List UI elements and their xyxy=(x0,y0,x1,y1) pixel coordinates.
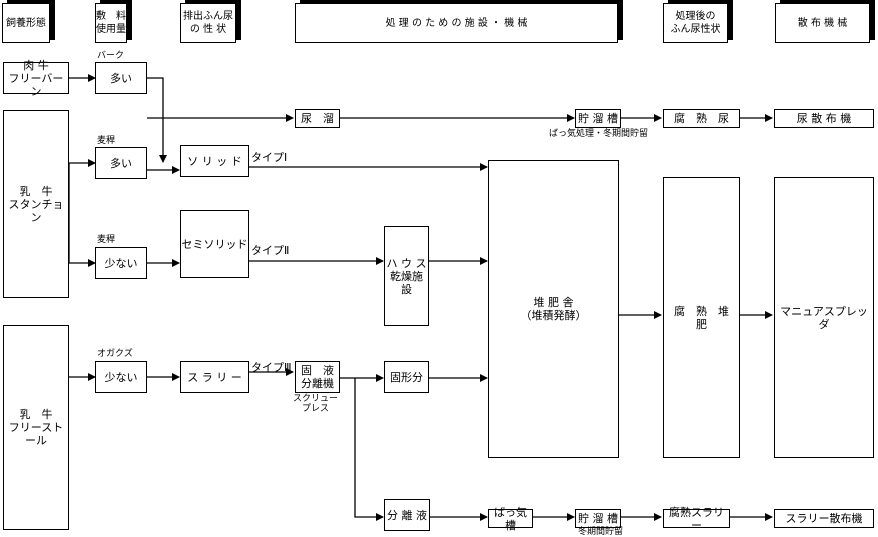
bedding-much-straw: 多い xyxy=(95,147,147,179)
bedding-little-sawdust: 少ない xyxy=(95,361,147,393)
excreta-solid: ソ リ ッ ド xyxy=(180,145,249,177)
urine-spreader: 尿 散 布 機 xyxy=(774,109,874,128)
type1-label: タイプⅠ xyxy=(251,151,288,164)
feeding-dairy-freestall: 乳 牛 フリーストール xyxy=(3,325,69,530)
bedding-little-straw: 少ない xyxy=(95,247,147,279)
house-dryer: ハ ウ ス 乾燥施設 xyxy=(384,226,429,326)
storage-tank-note: ばっ気処理・冬期間貯留 xyxy=(549,129,649,139)
bedding-note-straw-2: 麦稈 xyxy=(97,235,116,245)
liquid-fraction: 分 離 液 xyxy=(384,499,430,531)
bedding-note-bark: バーク xyxy=(97,51,125,61)
storage-tank: 貯 溜 槽 xyxy=(575,109,621,128)
header-excreta: 排出ふん尿 の 性 状 xyxy=(180,3,236,43)
header-spreading: 散 布 機 械 xyxy=(775,3,870,43)
solid-fraction: 固形分 xyxy=(384,361,429,393)
excreta-slurry: ス ラ リ ー xyxy=(180,361,249,393)
storage-tank-2: 貯 溜 槽 xyxy=(575,509,621,528)
bedding-much-bark: 多い xyxy=(95,62,147,94)
header-facilities: 処 理 の た め の 施 設 ・ 機 械 xyxy=(295,3,618,43)
bedding-note-sawdust: オガクズ xyxy=(97,349,133,359)
rotten-compost: 腐 熟 堆 肥 xyxy=(663,177,740,458)
header-bedding: 敷 料 使用量 xyxy=(95,3,127,43)
slurry-spreader: スラリー散布機 xyxy=(774,509,874,528)
header-feeding: 飼養形態 xyxy=(2,3,50,43)
excreta-semisolid: セミソリッド xyxy=(180,210,249,278)
type2-label: タイプⅡ xyxy=(251,244,290,257)
header-after: 処理後の ふん尿性状 xyxy=(663,3,728,43)
type3-label: タイプⅢ xyxy=(251,361,292,374)
urine-tank: 尿 溜 xyxy=(295,109,340,128)
rotten-slurry: 腐熟スラリー xyxy=(663,506,730,532)
solid-liquid-separator: 固 液 分離機 xyxy=(295,361,340,393)
feeding-beef-freebarn: 肉 牛 フリーバーン xyxy=(3,59,69,98)
feeding-dairy-stanchion: 乳 牛 スタンチョン xyxy=(3,110,69,298)
aeration-tank: ばっ気槽 xyxy=(488,506,533,532)
compost-house: 堆 肥 舎 （堆積発酵） xyxy=(488,160,619,458)
manure-spreader: マニュアスプレッダ xyxy=(774,177,874,458)
rotten-urine: 腐 熟 尿 xyxy=(663,109,740,128)
storage-tank-2-note: 冬期間貯留 xyxy=(578,527,624,537)
bedding-note-straw-1: 麦稈 xyxy=(97,136,116,146)
separator-note: スクリュー プレス xyxy=(293,394,339,414)
